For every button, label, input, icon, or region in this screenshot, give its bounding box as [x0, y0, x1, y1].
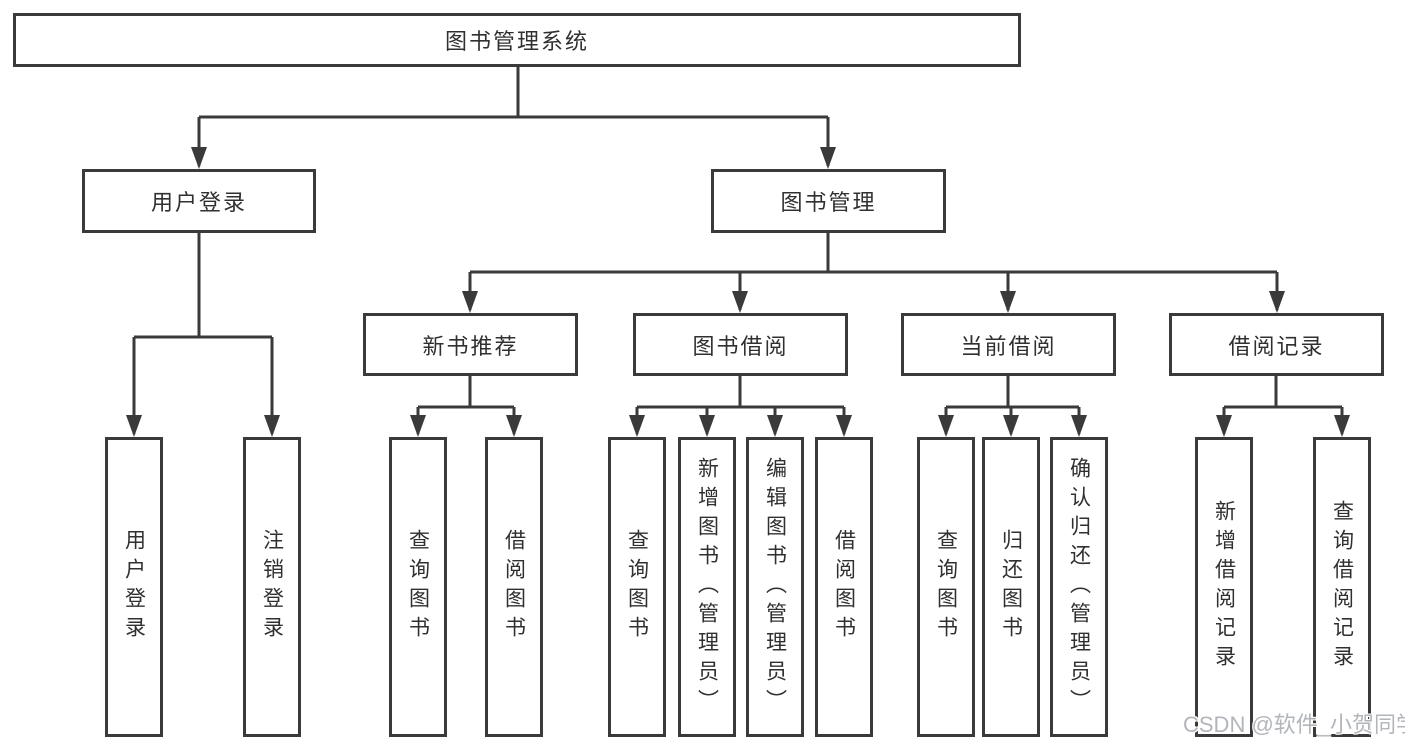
leaf-borrow-books-borrowing-label: 借阅图书 — [832, 529, 856, 645]
leaf-add-books-admin-label: 新增图书（管理员） — [695, 456, 719, 718]
leaf-edit-books-admin: 编辑图书（管理员） — [746, 437, 804, 737]
leaf-return-books-label: 归还图书 — [999, 529, 1023, 645]
leaf-query-borrow-record: 查询借阅记录 — [1313, 437, 1371, 737]
leaf-borrow-books-borrowing: 借阅图书 — [815, 437, 873, 737]
leaf-query-books-current-label: 查询图书 — [934, 529, 958, 645]
leaf-query-books-borrowing: 查询图书 — [608, 437, 666, 737]
leaf-query-borrow-record-label: 查询借阅记录 — [1330, 500, 1354, 674]
node-book-management: 图书管理 — [711, 169, 946, 233]
node-book-borrowing: 图书借阅 — [633, 313, 848, 376]
leaf-add-borrow-record-label: 新增借阅记录 — [1212, 500, 1236, 674]
leaf-query-books-borrowing-label: 查询图书 — [625, 529, 649, 645]
node-user-login: 用户登录 — [82, 169, 316, 233]
node-new-book-recommendation: 新书推荐 — [363, 313, 578, 376]
csdn-watermark: CSDN @软件_小贺同学 — [1183, 712, 1405, 737]
leaf-logout-label: 注销登录 — [260, 529, 284, 645]
leaf-query-books-recommend-label: 查询图书 — [406, 529, 430, 645]
leaf-add-borrow-record: 新增借阅记录 — [1195, 437, 1253, 737]
node-borrowing-records: 借阅记录 — [1169, 313, 1384, 376]
leaf-borrow-books-recommend-label: 借阅图书 — [502, 529, 526, 645]
leaf-borrow-books-recommend: 借阅图书 — [485, 437, 543, 737]
leaf-edit-books-admin-label: 编辑图书（管理员） — [763, 456, 787, 718]
leaf-confirm-return-admin-label: 确认归还（管理员） — [1067, 456, 1091, 718]
node-library-management-system: 图书管理系统 — [13, 13, 1021, 67]
leaf-return-books: 归还图书 — [982, 437, 1040, 737]
leaf-user-login-label: 用户登录 — [122, 529, 146, 645]
leaf-query-books-current: 查询图书 — [917, 437, 975, 737]
leaf-logout: 注销登录 — [243, 437, 301, 737]
leaf-confirm-return-admin: 确认归还（管理员） — [1050, 437, 1108, 737]
leaf-query-books-recommend: 查询图书 — [389, 437, 447, 737]
leaf-user-login: 用户登录 — [105, 437, 163, 737]
leaf-add-books-admin: 新增图书（管理员） — [678, 437, 736, 737]
node-current-borrowing: 当前借阅 — [901, 313, 1116, 376]
